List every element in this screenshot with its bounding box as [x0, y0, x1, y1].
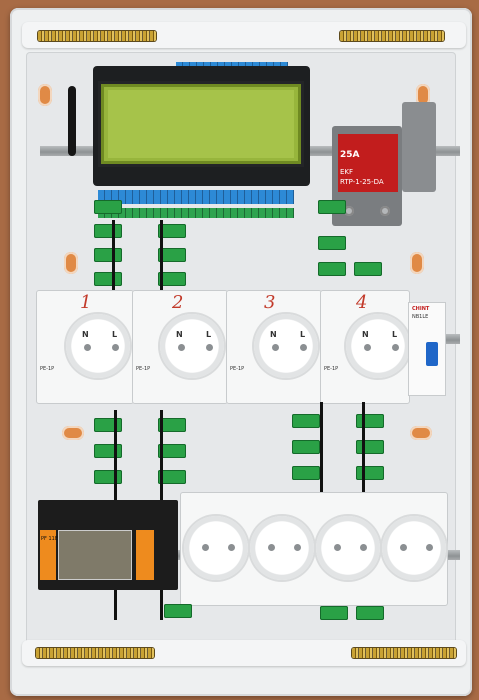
socket-pin [206, 344, 213, 351]
bottom-left-busbar [36, 648, 154, 658]
ssr-heatsink-bracket [402, 102, 436, 192]
lcd-screen [108, 90, 294, 158]
ssr-model: RTP-1-25-DA [340, 178, 384, 186]
socket-pin [268, 544, 275, 551]
power-relay [58, 530, 132, 580]
mounting-hole-icon [410, 252, 424, 274]
lower-socket-outlet-4 [382, 516, 446, 580]
socket-pin [112, 344, 119, 351]
socket-letter-l: L [112, 330, 118, 339]
relay-card [318, 236, 346, 250]
rcbo-model: NB1LE [412, 314, 429, 320]
relay-card [356, 414, 384, 428]
rcbo-toggle [426, 342, 438, 366]
rcbo-brand: CHINT [412, 306, 430, 312]
socket-number-4: 4 [356, 292, 368, 313]
relay-card [318, 200, 346, 214]
relay-card [94, 470, 122, 484]
mounting-hole-icon [416, 84, 430, 106]
mounting-hole-icon [38, 84, 52, 106]
black-wire [362, 402, 365, 502]
relay-card [158, 224, 186, 238]
relay-card [318, 262, 346, 276]
relay-card [292, 466, 320, 480]
relay-card [94, 200, 122, 214]
relay-card [354, 262, 382, 276]
top-right-busbar [340, 31, 444, 41]
socket-letter-l: L [392, 330, 398, 339]
socket-pin [392, 344, 399, 351]
socket-pin [178, 344, 185, 351]
socket-pin [334, 544, 341, 551]
socket-pin [202, 544, 209, 551]
black-wire [112, 220, 115, 290]
socket-outlet-1 [66, 314, 130, 378]
relay-card [164, 604, 192, 618]
socket-pin [360, 544, 367, 551]
relay-card [292, 414, 320, 428]
ssr-current: 25A [340, 150, 360, 160]
socket-letter-n: N [270, 330, 277, 339]
socket-letter-n: N [362, 330, 369, 339]
socket-letter-n: N [82, 330, 89, 339]
socket-pin [400, 544, 407, 551]
ssr-label [338, 134, 398, 192]
top-left-busbar [38, 31, 156, 41]
relay-card [158, 444, 186, 458]
socket-letter-n: N [176, 330, 183, 339]
relay-card [356, 606, 384, 620]
relay-card [158, 418, 186, 432]
lower-socket-outlet-3 [316, 516, 380, 580]
black-wire [320, 402, 323, 502]
mounting-hole-icon [410, 426, 432, 440]
relay-socket-orange [40, 530, 56, 580]
controller-bottom-green-terminals [98, 208, 294, 218]
socket-outlet-3 [254, 314, 318, 378]
module-label: PE-1P [136, 366, 151, 372]
module-label: PE-1P [40, 366, 55, 372]
socket-letter-l: L [300, 330, 306, 339]
lower-socket-outlet-2 [250, 516, 314, 580]
module-label: PE-1P [324, 366, 339, 372]
ssr-brand: EKF [340, 168, 354, 176]
socket-outlet-2 [160, 314, 224, 378]
socket-pin [228, 544, 235, 551]
socket-number-3: 3 [264, 292, 276, 313]
module-label: PE-1P [230, 366, 245, 372]
relay-card [292, 440, 320, 454]
socket-number-2: 2 [172, 292, 184, 313]
socket-pin [84, 344, 91, 351]
relay-socket-orange [136, 530, 154, 580]
mounting-hole-icon [64, 252, 78, 274]
controller-bottom-terminals [98, 190, 294, 204]
relay-card [320, 606, 348, 620]
relay-card [94, 224, 122, 238]
antenna-icon [68, 86, 76, 156]
relay-card [158, 248, 186, 262]
bottom-right-busbar [352, 648, 456, 658]
relay-card [94, 272, 122, 286]
socket-number-1: 1 [80, 292, 92, 313]
ssr-screw [344, 206, 354, 216]
mounting-hole-icon [62, 426, 84, 440]
relay-card [94, 418, 122, 432]
relay-card [356, 466, 384, 480]
socket-pin [272, 344, 279, 351]
socket-pin [426, 544, 433, 551]
relay-card [94, 444, 122, 458]
relay-card [158, 470, 186, 484]
socket-pin [294, 544, 301, 551]
socket-letter-l: L [206, 330, 212, 339]
black-wire [160, 220, 163, 290]
socket-pin [300, 344, 307, 351]
relay-card [356, 440, 384, 454]
relay-card [158, 272, 186, 286]
socket-outlet-4 [346, 314, 410, 378]
relay-brand: PF 11E [41, 536, 59, 542]
ssr-screw [380, 206, 390, 216]
lower-socket-outlet-1 [184, 516, 248, 580]
relay-card [94, 248, 122, 262]
socket-pin [364, 344, 371, 351]
